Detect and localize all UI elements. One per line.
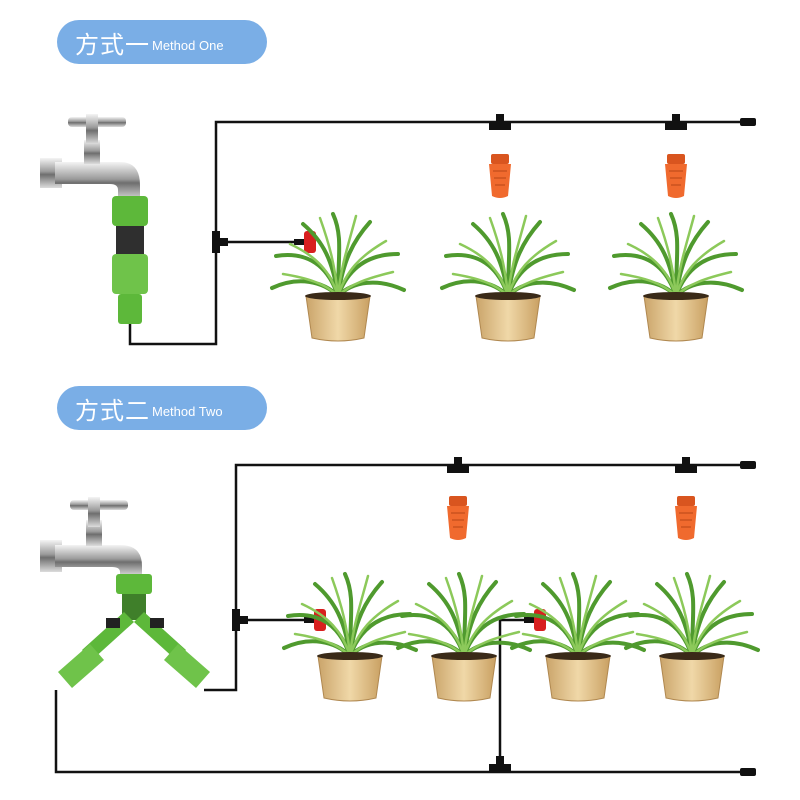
orange-nozzle [446, 495, 470, 541]
hose-connector-icon [112, 196, 148, 324]
method-one-label-cn: 方式一 [75, 30, 150, 59]
plant-pot [510, 572, 646, 703]
orange-nozzle [664, 153, 688, 199]
method-two-diagram [40, 457, 760, 776]
method-one-diagram [40, 114, 756, 346]
y-splitter-icon [58, 574, 210, 688]
plant-pot [624, 572, 760, 703]
faucet-icon [40, 114, 140, 200]
method-one-label-en: Method One [152, 37, 224, 53]
method-two-label: 方式二 Method Two [57, 386, 267, 430]
method-two-label-cn: 方式二 [75, 396, 150, 425]
plant-pot [270, 212, 406, 343]
orange-nozzle [488, 153, 512, 199]
plant-pot [440, 212, 576, 343]
red-drip-emitter [524, 609, 546, 631]
method-one-label: 方式一 Method One [57, 20, 267, 64]
orange-nozzle [674, 495, 698, 541]
method-two-label-en: Method Two [152, 403, 223, 419]
plant-pot [396, 572, 532, 703]
plant-pot [608, 212, 744, 343]
plant-pot [282, 572, 418, 703]
faucet-icon [40, 497, 142, 576]
